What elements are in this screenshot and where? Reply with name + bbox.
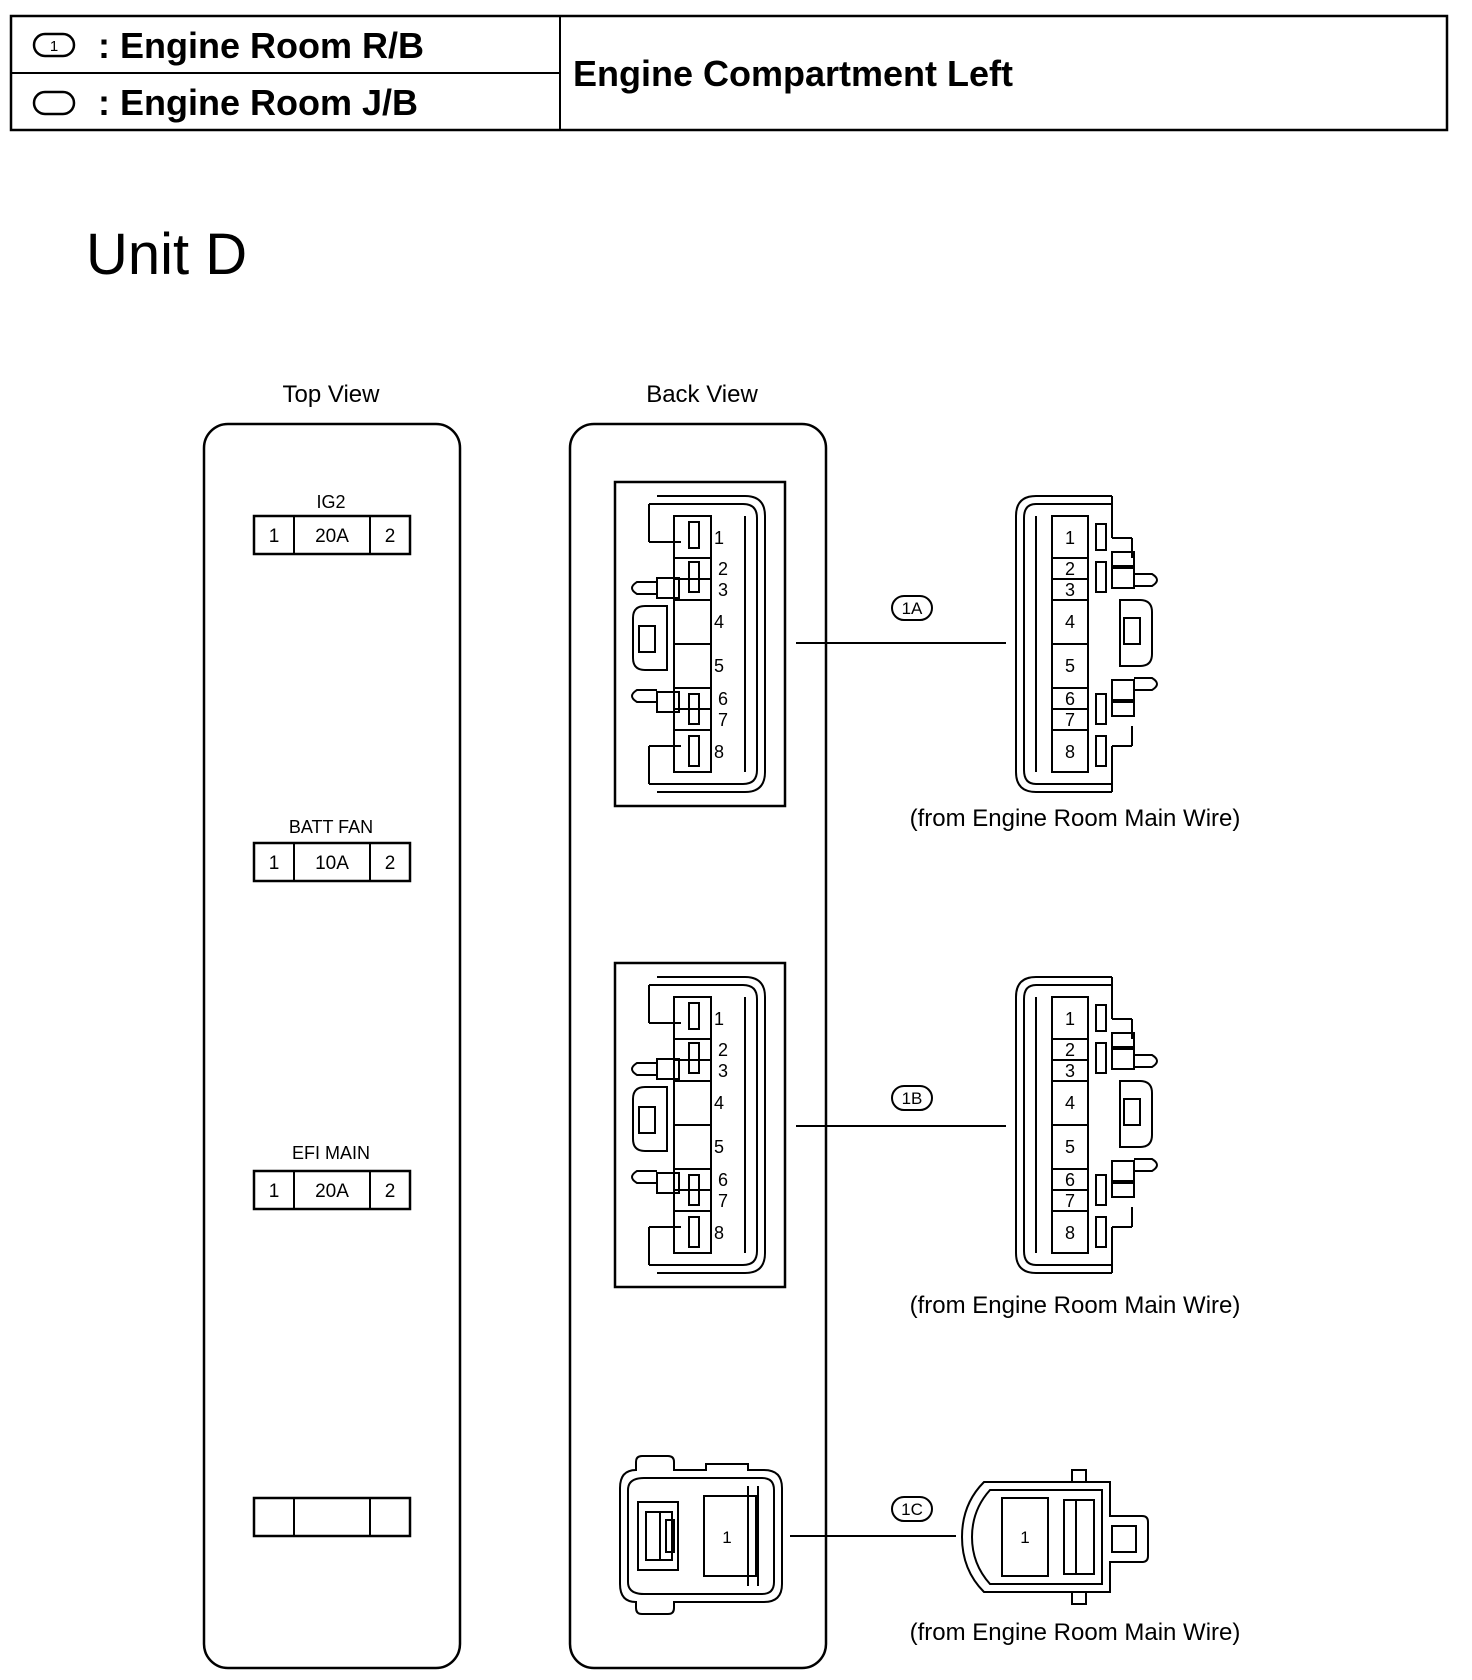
legend-rb: 1 : Engine Room R/B <box>32 25 424 66</box>
legend-rb-text: : Engine Room R/B <box>98 25 424 66</box>
pin-label: 7 <box>718 710 728 730</box>
pin-label: 8 <box>714 742 724 762</box>
pin-label: 7 <box>1065 1191 1075 1211</box>
fuse-efi-main: EFI MAIN 1 20A 2 <box>252 1143 412 1211</box>
connector-1c-source: (from Engine Room Main Wire) <box>910 1619 1241 1646</box>
pin-label: 6 <box>718 689 728 709</box>
pin-label: 4 <box>1065 1093 1075 1113</box>
pin-label: 8 <box>1065 1223 1075 1243</box>
connector-1b-code-badge: 1B <box>891 1085 933 1111</box>
pin-label: 6 <box>718 1170 728 1190</box>
pin-label: 7 <box>718 1191 728 1211</box>
connector-1b-wire-side: 1 2 3 4 5 6 7 8 <box>1015 976 1158 1274</box>
pin-label: 2 <box>718 559 728 579</box>
fuse-batt-fan: BATT FAN 1 10A 2 <box>252 817 412 883</box>
connector-1c-back <box>619 1455 783 1615</box>
top-view-label: Top View <box>283 381 381 408</box>
legend-jb-text: : Engine Room J/B <box>98 82 418 123</box>
connector-code: 1B <box>902 1089 923 1108</box>
fuse-pin-left: 1 <box>269 1181 280 1202</box>
legend-jb: : Engine Room J/B <box>32 82 418 123</box>
legend-rb-symbol: 1 <box>50 38 58 55</box>
pin-label: 1 <box>714 1009 724 1029</box>
fuse-empty-slot <box>252 1496 412 1538</box>
pin-label: 4 <box>714 1093 724 1113</box>
pin-label: 1 <box>714 528 724 548</box>
pin-label: 3 <box>1065 1061 1075 1081</box>
pin-label: 1 <box>1020 1528 1029 1547</box>
location-title: Engine Compartment Left <box>573 53 1013 94</box>
back-view-panel <box>568 422 828 1670</box>
pin-label: 2 <box>718 1040 728 1060</box>
pin-label: 1 <box>722 1528 731 1547</box>
connector-1a-back: 1 2 3 4 5 6 7 8 <box>613 480 787 808</box>
pin-label: 4 <box>714 612 724 632</box>
pin-label: 5 <box>1065 1137 1075 1157</box>
fuse-name: BATT FAN <box>289 817 373 837</box>
fuse-pin-right: 2 <box>385 853 396 874</box>
fuse-rating: 10A <box>315 853 349 874</box>
legend-rb-oval-icon <box>32 32 76 58</box>
header-table <box>9 14 1449 132</box>
unit-title: Unit D <box>86 222 247 287</box>
fuse-pin-right: 2 <box>385 526 396 547</box>
pin-label: 8 <box>1065 742 1075 762</box>
pin-label: 2 <box>1065 559 1075 579</box>
pin-label: 6 <box>1065 1170 1075 1190</box>
pin-label: 5 <box>714 1137 724 1157</box>
fuse-pin-right: 2 <box>385 1181 396 1202</box>
connector-1b-source: (from Engine Room Main Wire) <box>910 1292 1241 1319</box>
connector-1a-source: (from Engine Room Main Wire) <box>910 805 1241 832</box>
pin-label: 8 <box>714 1223 724 1243</box>
fuse-pin-left: 1 <box>269 526 280 547</box>
top-view-panel <box>202 422 462 1670</box>
fuse-pin-left: 1 <box>269 853 280 874</box>
pin-label: 4 <box>1065 612 1075 632</box>
connector-1a-wire-side: 1 2 3 4 5 6 7 8 <box>1015 495 1158 793</box>
connector-1c-wire-side <box>960 1469 1149 1605</box>
pin-label: 3 <box>718 580 728 600</box>
back-view-label: Back View <box>646 381 758 408</box>
connector-1a-code-badge: 1A <box>891 595 933 621</box>
pin-label: 5 <box>1065 656 1075 676</box>
pin-label: 3 <box>718 1061 728 1081</box>
connector-code: 1A <box>902 599 923 618</box>
legend-jb-oval-icon <box>32 90 76 116</box>
pin-label: 6 <box>1065 689 1075 709</box>
fuse-rating: 20A <box>315 526 349 547</box>
pin-label: 1 <box>1065 528 1075 548</box>
pin-label: 7 <box>1065 710 1075 730</box>
connector-code: 1C <box>901 1500 923 1519</box>
fuse-name: EFI MAIN <box>292 1143 370 1163</box>
fuse-ig2: IG2 1 20A 2 <box>252 492 412 556</box>
pin-label: 5 <box>714 656 724 676</box>
fuse-name: IG2 <box>316 492 345 512</box>
pin-label: 3 <box>1065 580 1075 600</box>
fuse-rating: 20A <box>315 1181 349 1202</box>
connector-1b-back: 1 2 3 4 5 6 7 8 <box>613 961 787 1289</box>
pin-label: 1 <box>1065 1009 1075 1029</box>
connector-1c-code-badge: 1C <box>891 1496 933 1522</box>
pin-label: 2 <box>1065 1040 1075 1060</box>
